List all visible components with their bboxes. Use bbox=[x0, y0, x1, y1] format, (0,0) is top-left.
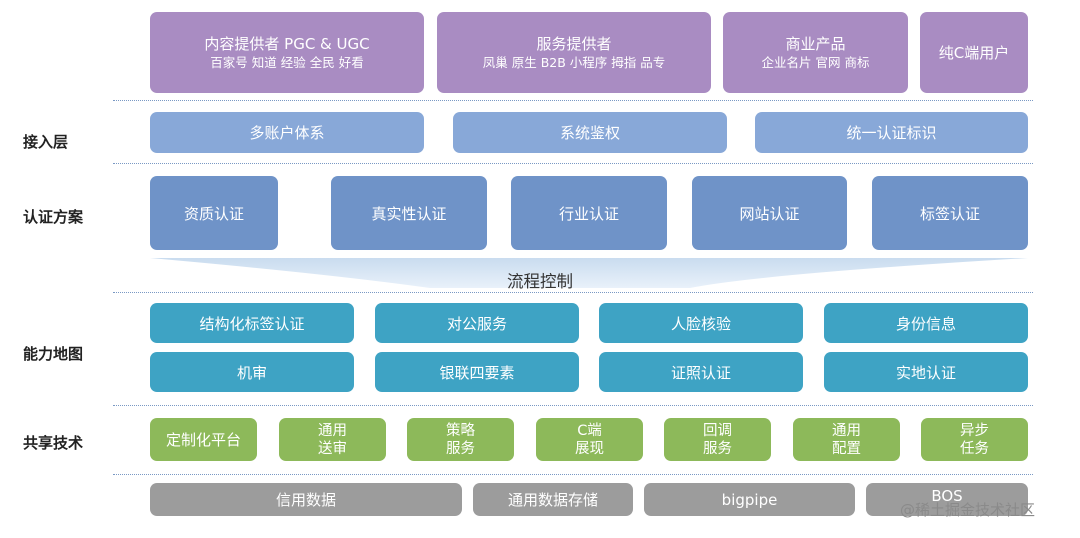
base-item: 通用数据存储 bbox=[473, 483, 633, 516]
ability-item: 人脸核验 bbox=[599, 303, 803, 343]
provider-commercial-sub: 企业名片 官网 商标 bbox=[761, 54, 870, 70]
base-item: 信用数据 bbox=[150, 483, 462, 516]
cert-item-label: 行业认证 bbox=[558, 204, 619, 223]
divider-3 bbox=[113, 292, 1033, 293]
shared-item-label: 通用 配置 bbox=[832, 422, 861, 457]
shared-item-label: 通用 送审 bbox=[318, 422, 347, 457]
provider-content-sub: 百家号 知道 经验 全民 好看 bbox=[210, 54, 364, 70]
provider-service-sub: 凤巢 原生 B2B 小程序 拇指 品专 bbox=[482, 54, 666, 70]
access-item: 统一认证标识 bbox=[755, 112, 1028, 153]
provider-c-user-title: 纯C端用户 bbox=[938, 43, 1010, 62]
ability-item-label: 银联四要素 bbox=[439, 363, 515, 382]
access-item: 系统鉴权 bbox=[453, 112, 727, 153]
divider-1 bbox=[113, 100, 1033, 101]
shared-item: C端 展现 bbox=[536, 418, 643, 461]
ability-item: 证照认证 bbox=[599, 352, 803, 392]
access-item-label: 统一认证标识 bbox=[846, 124, 937, 142]
flow-control-label: 流程控制 bbox=[507, 272, 573, 291]
provider-service: 服务提供者 凤巢 原生 B2B 小程序 拇指 品专 bbox=[437, 12, 711, 93]
provider-content-title: 内容提供者 PGC & UGC bbox=[204, 34, 370, 53]
flow-funnel bbox=[150, 258, 1028, 288]
layer-label-cert: 认证方案 bbox=[23, 208, 84, 226]
ability-item-label: 机审 bbox=[236, 363, 267, 382]
cert-item-label: 资质认证 bbox=[183, 204, 244, 223]
base-item-label: 信用数据 bbox=[275, 491, 336, 509]
base-item-label: 通用数据存储 bbox=[507, 491, 598, 509]
shared-item-label: 定制化平台 bbox=[165, 431, 241, 449]
divider-4 bbox=[113, 405, 1033, 406]
access-item: 多账户体系 bbox=[150, 112, 424, 153]
shared-item-label: 异步 任务 bbox=[960, 422, 989, 457]
layer-label-access: 接入层 bbox=[23, 133, 69, 151]
cert-item-label: 网站认证 bbox=[739, 204, 800, 223]
shared-item-label: 回调 服务 bbox=[703, 422, 732, 457]
shared-item: 异步 任务 bbox=[921, 418, 1028, 461]
cert-item: 行业认证 bbox=[511, 176, 667, 250]
ability-item: 实地认证 bbox=[824, 352, 1028, 392]
cert-item: 标签认证 bbox=[872, 176, 1028, 250]
access-item-label: 系统鉴权 bbox=[559, 124, 620, 142]
ability-item: 机审 bbox=[150, 352, 354, 392]
access-item-label: 多账户体系 bbox=[249, 124, 325, 142]
provider-service-title: 服务提供者 bbox=[536, 34, 612, 53]
base-item: bigpipe bbox=[644, 483, 855, 516]
provider-content: 内容提供者 PGC & UGC 百家号 知道 经验 全民 好看 bbox=[150, 12, 424, 93]
ability-item: 结构化标签认证 bbox=[150, 303, 354, 343]
shared-item-label: C端 展现 bbox=[575, 422, 604, 457]
provider-commercial: 商业产品 企业名片 官网 商标 bbox=[723, 12, 908, 93]
cert-item-label: 真实性认证 bbox=[371, 204, 447, 223]
cert-item: 资质认证 bbox=[150, 176, 278, 250]
base-item-label: BOS bbox=[931, 487, 963, 505]
ability-item-label: 身份信息 bbox=[895, 314, 956, 333]
ability-item-label: 对公服务 bbox=[446, 314, 507, 333]
shared-item: 回调 服务 bbox=[664, 418, 771, 461]
shared-item: 通用 配置 bbox=[793, 418, 900, 461]
divider-2 bbox=[113, 163, 1033, 164]
cert-item: 真实性认证 bbox=[331, 176, 487, 250]
ability-item-label: 证照认证 bbox=[670, 363, 731, 382]
shared-item: 定制化平台 bbox=[150, 418, 257, 461]
ability-item-label: 结构化标签认证 bbox=[199, 314, 305, 333]
layer-label-shared: 共享技术 bbox=[23, 434, 84, 452]
base-item: BOS bbox=[866, 483, 1028, 516]
cert-item: 网站认证 bbox=[692, 176, 847, 250]
divider-5 bbox=[113, 474, 1033, 475]
shared-item-label: 策略 服务 bbox=[446, 422, 475, 457]
provider-c-user: 纯C端用户 bbox=[920, 12, 1028, 93]
ability-item-label: 实地认证 bbox=[895, 363, 956, 382]
shared-item: 通用 送审 bbox=[279, 418, 386, 461]
cert-item-label: 标签认证 bbox=[919, 204, 980, 223]
ability-item: 银联四要素 bbox=[375, 352, 579, 392]
base-item-label: bigpipe bbox=[721, 490, 778, 509]
layer-label-ability: 能力地图 bbox=[23, 345, 84, 363]
ability-item: 身份信息 bbox=[824, 303, 1028, 343]
provider-commercial-title: 商业产品 bbox=[785, 34, 846, 53]
ability-item-label: 人脸核验 bbox=[670, 314, 731, 333]
ability-item: 对公服务 bbox=[375, 303, 579, 343]
watermark: @稀土掘金技术社区 bbox=[900, 501, 1036, 519]
shared-item: 策略 服务 bbox=[407, 418, 514, 461]
